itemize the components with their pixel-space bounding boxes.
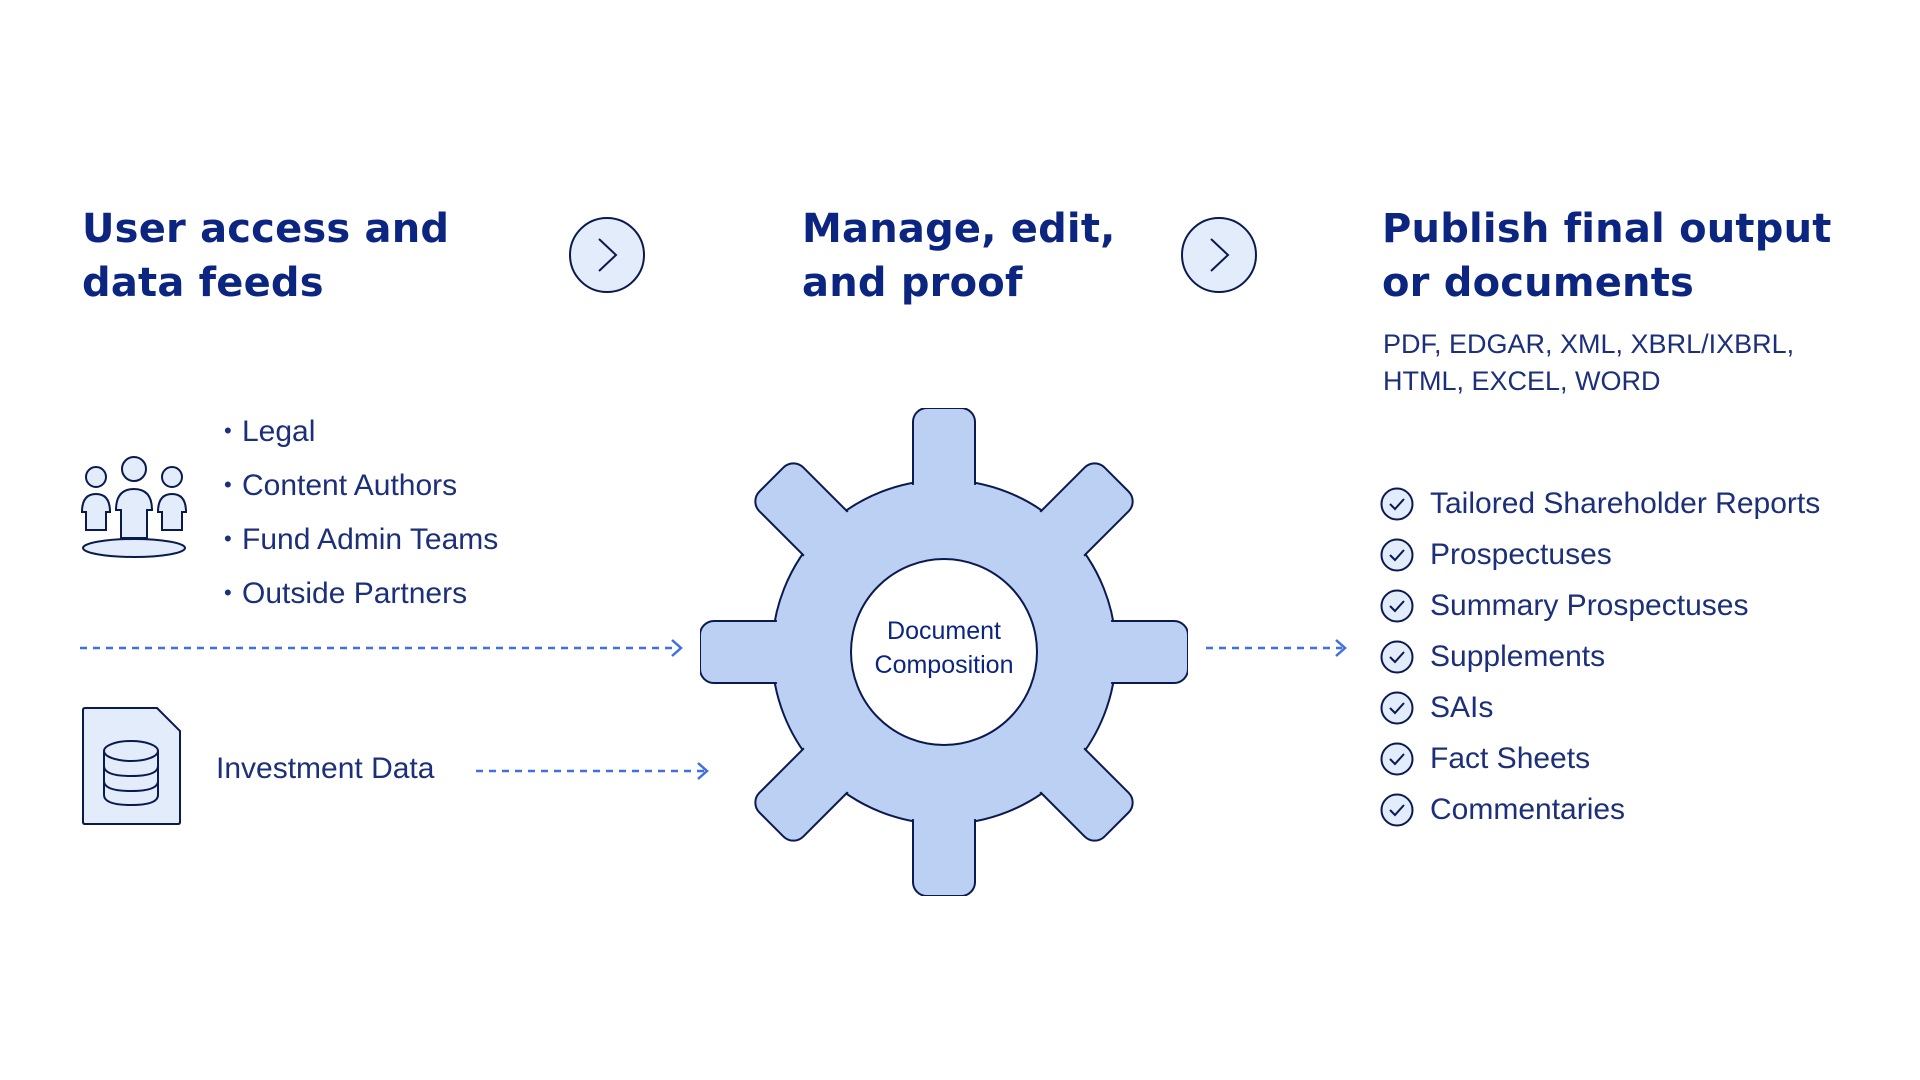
output-documents-list: Tailored Shareholder Reports Prospectuse… xyxy=(1380,478,1820,835)
output-item: Tailored Shareholder Reports xyxy=(1380,478,1820,529)
output-item-label: Summary Prospectuses xyxy=(1430,588,1749,622)
output-item: Summary Prospectuses xyxy=(1380,580,1820,631)
output-item: SAIs xyxy=(1380,682,1820,733)
gear-icon xyxy=(700,408,1188,896)
investment-data-label: Investment Data xyxy=(216,752,435,785)
user-group-item: Legal xyxy=(224,404,498,458)
output-item: Supplements xyxy=(1380,631,1820,682)
user-groups-list: Legal Content Authors Fund Admin Teams O… xyxy=(224,404,498,620)
output-item-label: Prospectuses xyxy=(1430,537,1612,571)
people-group-icon xyxy=(80,456,188,558)
publish-heading: Publish final output or documents xyxy=(1382,202,1862,310)
user-group-item: Content Authors xyxy=(224,458,498,512)
output-item-label: SAIs xyxy=(1430,690,1494,724)
manage-heading-line2: and proof xyxy=(802,260,1023,306)
check-circle-icon xyxy=(1380,793,1414,826)
database-file-icon xyxy=(82,707,181,825)
output-formats-line1: PDF, EDGAR, XML, XBRL/IXBRL, xyxy=(1383,329,1795,359)
output-item-label: Tailored Shareholder Reports xyxy=(1430,486,1821,520)
check-circle-icon xyxy=(1380,487,1414,520)
check-circle-icon xyxy=(1380,640,1414,673)
user-group-item: Fund Admin Teams xyxy=(224,512,498,566)
manage-heading: Manage, edit, and proof xyxy=(802,202,1242,310)
check-circle-icon xyxy=(1380,589,1414,622)
gear-label-line1: Document xyxy=(887,617,1001,645)
check-circle-icon xyxy=(1380,691,1414,724)
access-heading-line1: User access and xyxy=(82,206,450,252)
output-item-label: Supplements xyxy=(1430,639,1606,673)
output-item: Fact Sheets xyxy=(1380,733,1820,784)
output-item-label: Commentaries xyxy=(1430,792,1626,826)
dashed-arrow-feeds xyxy=(80,639,683,657)
chevron-right-circle-icon xyxy=(569,217,645,293)
publish-heading-line2: or documents xyxy=(1382,260,1695,306)
dashed-arrow-output xyxy=(1206,639,1347,657)
dashed-arrow-data xyxy=(476,762,709,780)
manage-heading-line1: Manage, edit, xyxy=(802,206,1116,252)
output-item-label: Fact Sheets xyxy=(1430,741,1591,775)
chevron-right-circle-icon xyxy=(1181,217,1257,293)
access-heading-line2: data feeds xyxy=(82,260,324,306)
document-composition-label: Document Composition xyxy=(851,614,1037,682)
publish-heading-line1: Publish final output xyxy=(1382,206,1832,252)
output-item: Commentaries xyxy=(1380,784,1820,835)
output-formats: PDF, EDGAR, XML, XBRL/IXBRL, HTML, EXCEL… xyxy=(1383,326,1823,400)
output-formats-line2: HTML, EXCEL, WORD xyxy=(1383,366,1661,396)
check-circle-icon xyxy=(1380,742,1414,775)
access-heading: User access and data feeds xyxy=(82,202,522,310)
check-circle-icon xyxy=(1380,538,1414,571)
gear-label-line2: Composition xyxy=(874,651,1014,679)
output-item: Prospectuses xyxy=(1380,529,1820,580)
user-group-item: Outside Partners xyxy=(224,566,498,620)
